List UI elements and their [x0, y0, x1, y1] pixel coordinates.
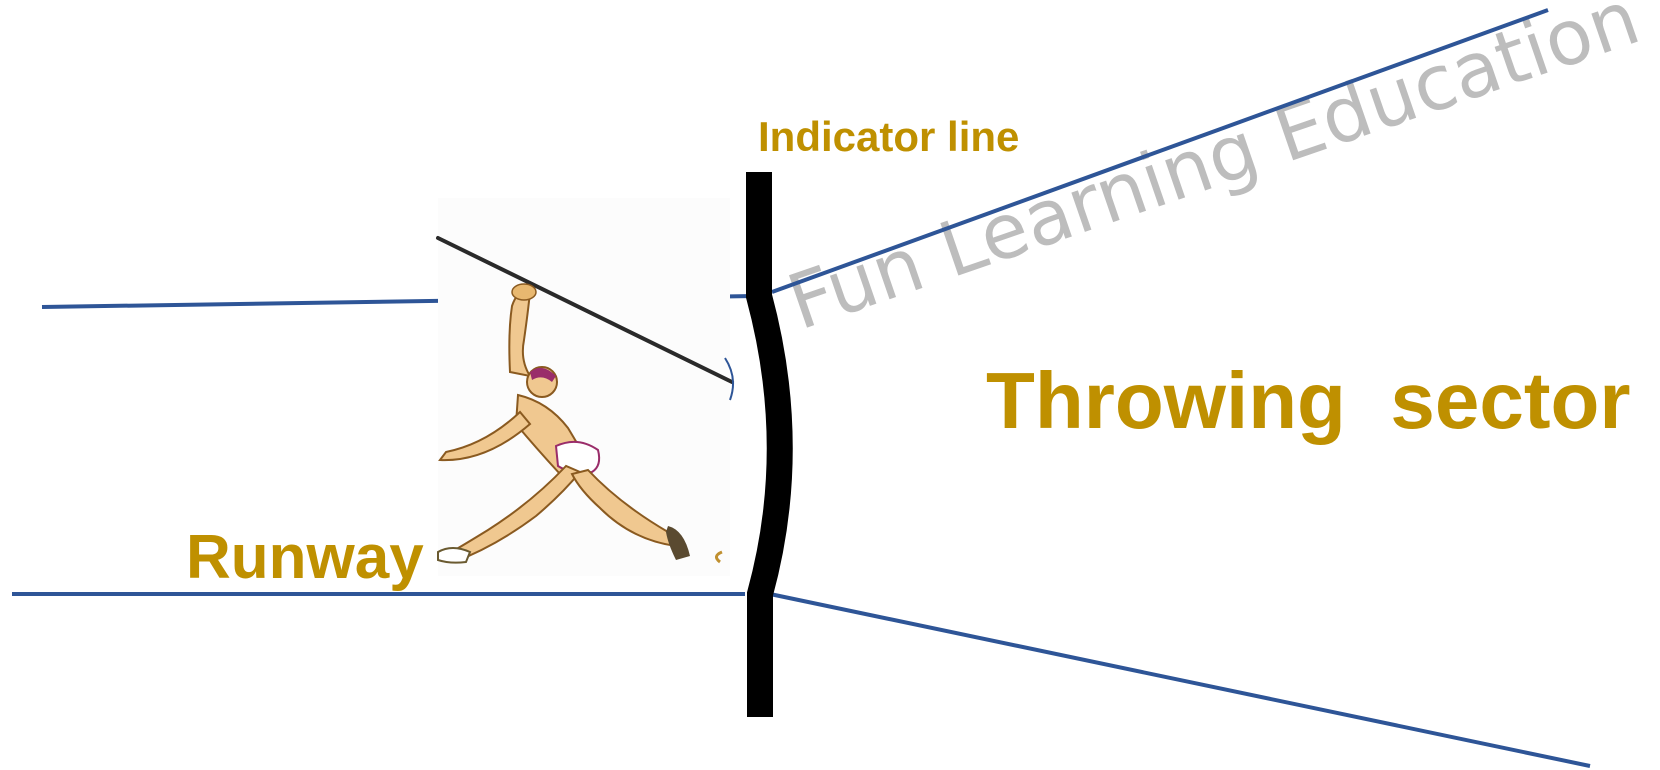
indicator-line-label: Indicator line	[758, 113, 1019, 160]
indicator-arc	[746, 172, 793, 717]
runway-label: Runway	[186, 523, 424, 592]
sector-lower-line	[769, 592, 1591, 768]
throwing-sector-label: Throwing sector	[986, 356, 1631, 445]
sector-upper-line	[771, 8, 1549, 294]
watermark: Fun Learning Education	[777, 0, 1650, 347]
athlete-illustration	[436, 198, 735, 576]
